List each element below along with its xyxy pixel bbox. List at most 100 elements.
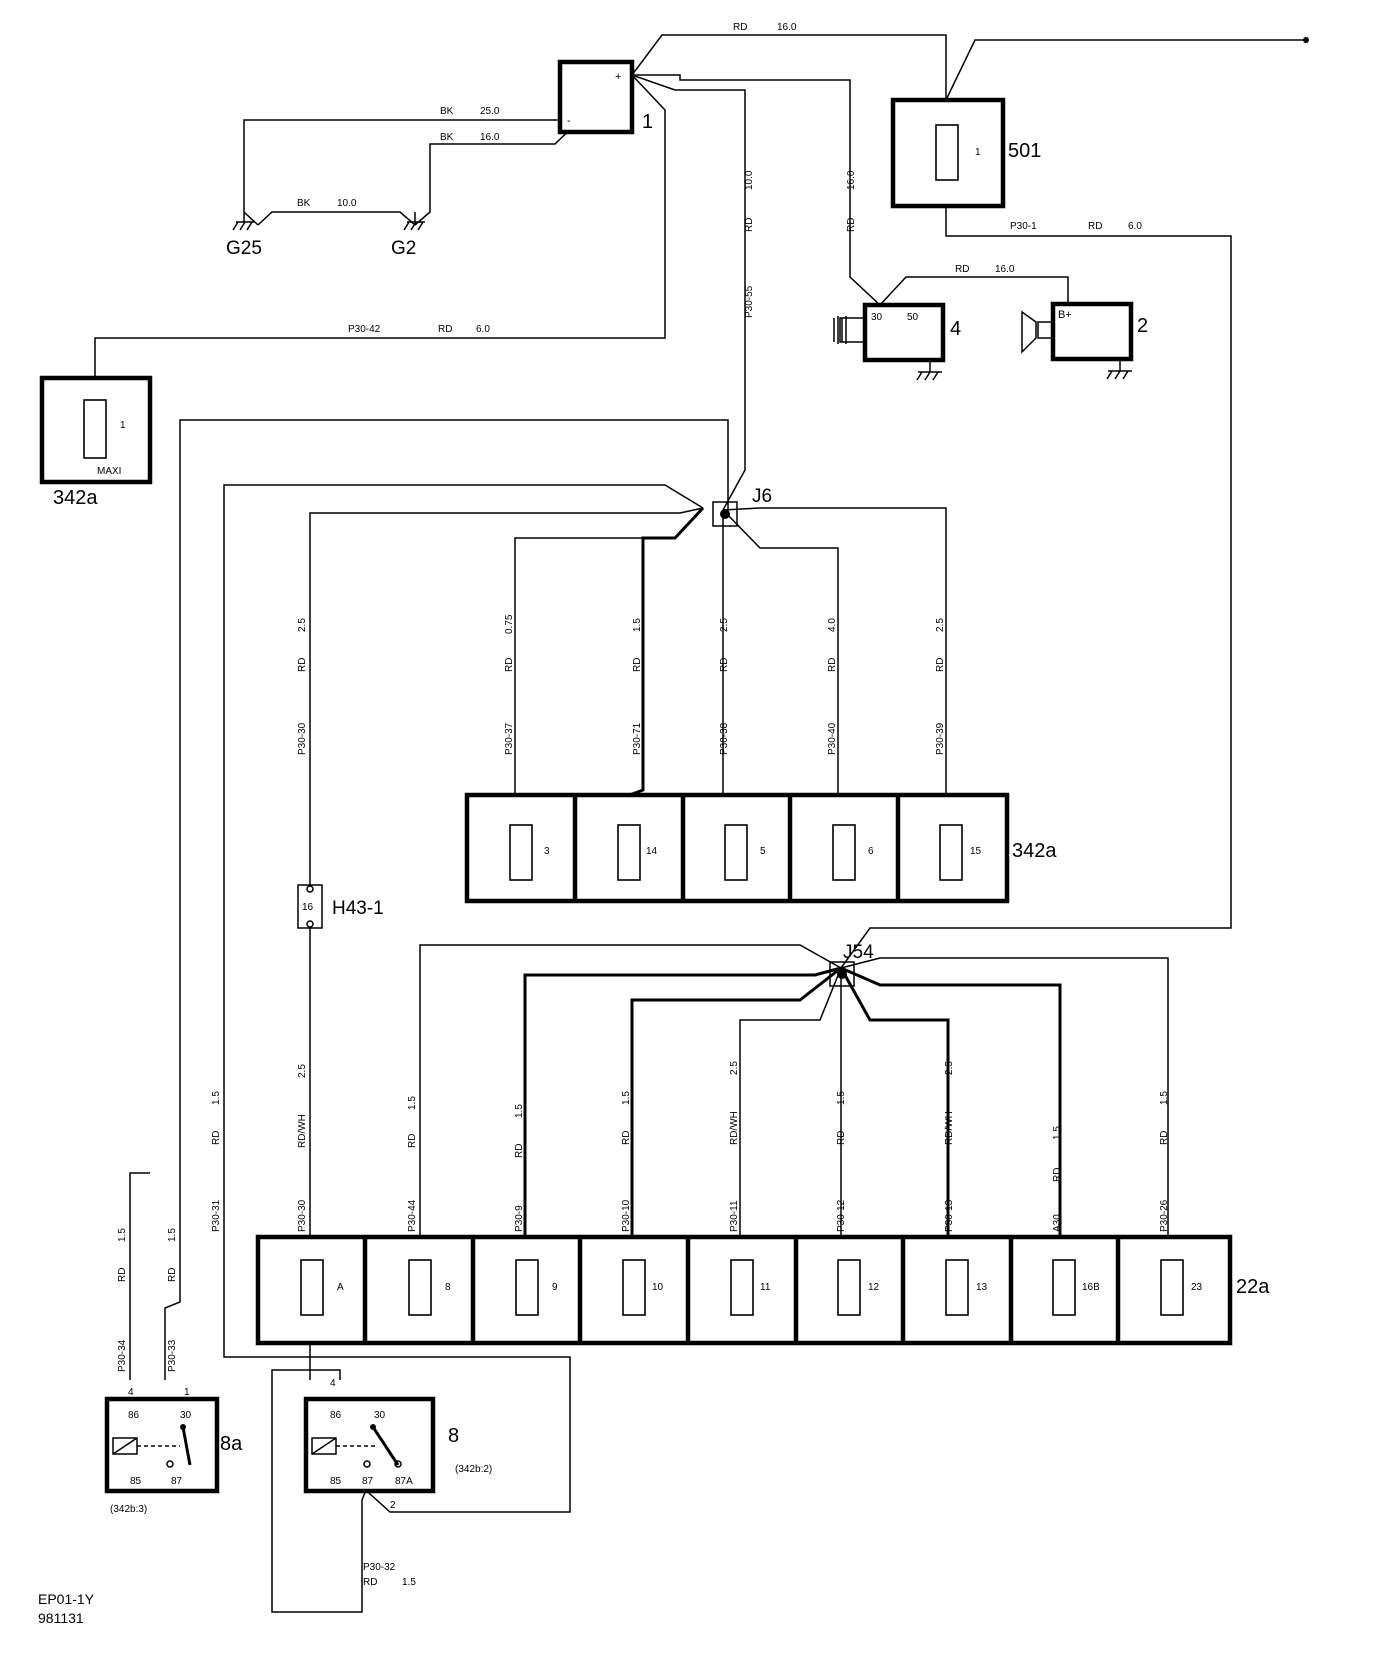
junction-j6: J6: [712, 486, 772, 527]
relay-8-pin-87: 87: [362, 1476, 374, 1487]
wire-label: 2.5: [297, 1064, 308, 1078]
wire-label: P30-37: [504, 722, 515, 755]
junction-j54-label: J54: [843, 942, 874, 963]
maxi-fuse-342a: 1 MAXI 342a: [39, 375, 153, 509]
wire-label: 2.5: [729, 1061, 740, 1075]
wire-label: 1.5: [632, 618, 643, 632]
wire-label: 10.0: [744, 170, 755, 190]
wire-label: 10.0: [337, 198, 357, 209]
junction-j54: J54: [829, 942, 874, 987]
wire-label: RD: [935, 658, 946, 672]
alternator-terminal-b: B+: [1058, 309, 1072, 321]
wire-label: P30-1: [1010, 221, 1037, 232]
wire-label: 2.5: [944, 1061, 955, 1075]
fuse-501: 1 501: [890, 97, 1041, 209]
fuse-342a-15: 15: [970, 846, 982, 857]
wire-label: RD: [1159, 1131, 1170, 1145]
alternator: B+ 2: [1021, 301, 1148, 380]
starter-motor: 30 50 4: [833, 302, 961, 381]
starter-terminal-50: 50: [907, 312, 919, 323]
relay-8a: 4 1 86 30 85 87 (342b:3) 8a: [104, 1387, 243, 1515]
wire-label: P30-55: [744, 285, 755, 318]
h43-pin-label: 16: [302, 902, 314, 913]
wire-label: 1.5: [1052, 1126, 1063, 1140]
wire-label: P30-39: [935, 722, 946, 755]
relay-8a-pin-in4: 4: [128, 1387, 134, 1398]
wire-label: 1.5: [514, 1104, 525, 1118]
wire-label: RD/WH: [944, 1111, 955, 1145]
alternator-id: 2: [1137, 315, 1148, 337]
wire-label: RD: [504, 658, 515, 672]
fuse-501-id: 501: [1008, 140, 1041, 162]
battery-minus-label: -: [567, 115, 571, 127]
wire-label: P30-42: [348, 324, 381, 335]
wire-label: 1.5: [1159, 1091, 1170, 1105]
starter-terminal-30: 30: [871, 312, 883, 323]
wire-label: 1.5: [211, 1091, 222, 1105]
ground-g2: G2: [391, 212, 425, 259]
wire-label: 16.0: [846, 170, 857, 190]
fuse-342a-6: 6: [868, 846, 874, 857]
ground-g25-label: G25: [226, 238, 262, 259]
ground-symbol-icon: [916, 360, 942, 381]
wire-label: 16.0: [777, 22, 797, 33]
wire-label: RD: [827, 658, 838, 672]
wire-label: 1.5: [402, 1577, 416, 1588]
relay-8a-pin-86: 86: [128, 1410, 140, 1421]
wire-label: 0.75: [504, 614, 515, 634]
wire-label: 1.5: [407, 1096, 418, 1110]
wire-label: RD: [1052, 1168, 1063, 1182]
wire-label: 2.5: [297, 618, 308, 632]
relay-8a-pin-87: 87: [171, 1476, 183, 1487]
wire-label: RD: [733, 22, 747, 33]
fuse-22a-23: 23: [1191, 1282, 1203, 1293]
wire-label: P30-40: [827, 722, 838, 755]
wire-label: P30-30: [297, 1199, 308, 1232]
doc-code: EP01-1Y: [38, 1591, 95, 1607]
wire-label: RD: [117, 1268, 128, 1282]
maxi-fuse-id: 342a: [53, 487, 98, 509]
battery-id: 1: [642, 111, 653, 133]
wires: [94, 34, 1309, 1613]
fuse-22a-8: 8: [445, 1282, 451, 1293]
wire-label: P30-38: [719, 722, 730, 755]
maxi-fuse-type: MAXI: [97, 466, 121, 477]
wire-label: BK: [440, 132, 454, 143]
wire-label: 1.5: [117, 1228, 128, 1242]
h43-id: H43-1: [332, 898, 384, 919]
fuse-342a-14: 14: [646, 846, 658, 857]
wire-label: P30-44: [407, 1199, 418, 1232]
wire-label: RD: [438, 324, 452, 335]
wire-label: P30-33: [167, 1339, 178, 1372]
wire-label: RD/WH: [297, 1114, 308, 1148]
wire-label: RD: [955, 264, 969, 275]
wire-label: P30-9: [514, 1205, 525, 1232]
document-footer: EP01-1Y 981131: [38, 1591, 95, 1626]
fuse-22a-10: 10: [652, 1282, 664, 1293]
fuse-22a-9: 9: [552, 1282, 558, 1293]
wire-label: RD: [167, 1268, 178, 1282]
wire-label: 6.0: [1128, 221, 1142, 232]
wire-label: RD: [407, 1134, 418, 1148]
fuse-501-number: 1: [975, 147, 981, 158]
wire-label: RD: [836, 1131, 847, 1145]
wire-label: P30-12: [836, 1199, 847, 1232]
maxi-fuse-number: 1: [120, 420, 126, 431]
starter-id: 4: [950, 318, 961, 340]
fusebox-342a: 3 14 5 6 15 342a: [464, 792, 1057, 904]
wire-label: P30-31: [211, 1199, 222, 1232]
wire-label: 4.0: [827, 618, 838, 632]
relay-8a-id: 8a: [220, 1433, 243, 1455]
wire-label: BK: [297, 198, 311, 209]
wire-label: P30-26: [1159, 1199, 1170, 1232]
relay-8-pin-87a: 87A: [395, 1476, 413, 1487]
fuse-22a-a: A: [337, 1282, 344, 1293]
connector-h43-1: 16 H43-1: [297, 884, 384, 929]
wire-label: 25.0: [480, 106, 500, 117]
wire-label: 16.0: [995, 264, 1015, 275]
wire-label: RD: [846, 218, 857, 232]
relay-8-pin-out2: 2: [390, 1500, 396, 1511]
wire-label: 6.0: [476, 324, 490, 335]
